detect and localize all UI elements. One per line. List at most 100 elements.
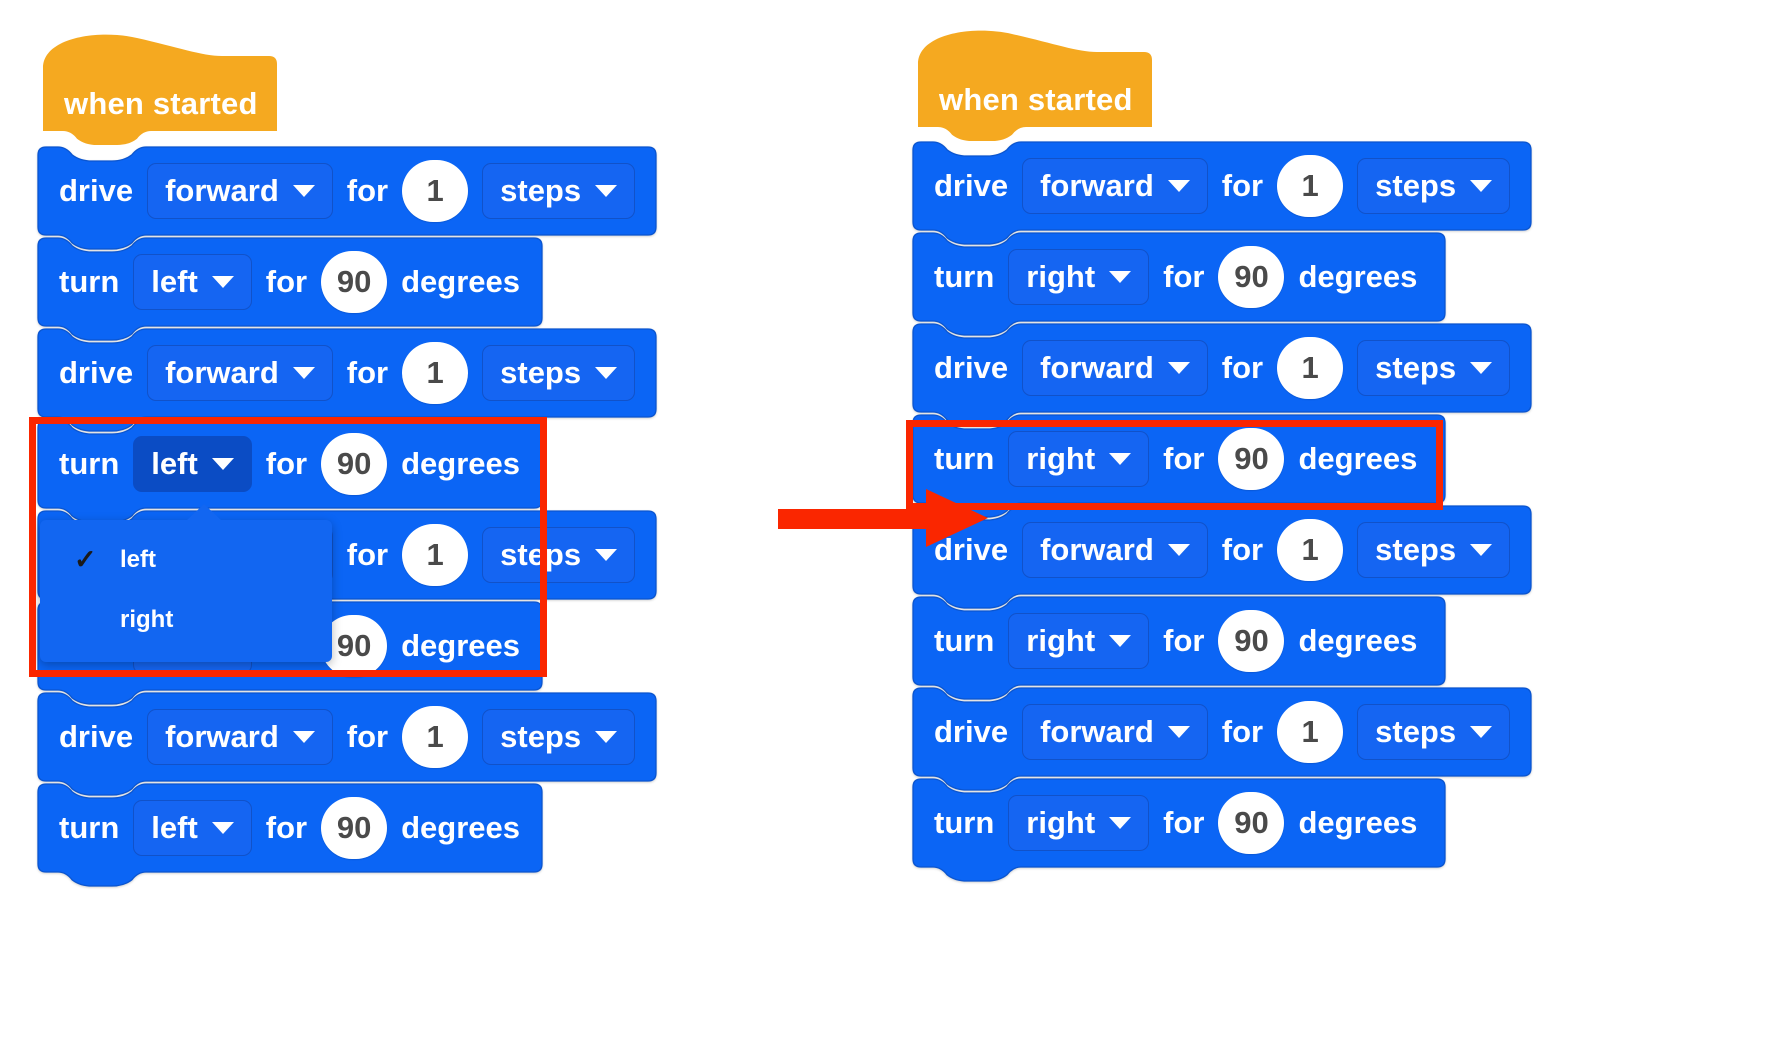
dropdown-option-label: left	[120, 546, 156, 573]
direction-value: forward	[1040, 350, 1154, 385]
chevron-down-icon	[1167, 726, 1190, 738]
direction-value: left	[151, 810, 198, 845]
chevron-down-icon	[1109, 635, 1132, 647]
hat-block-shape-icon	[42, 28, 278, 145]
amount-input[interactable]: 90	[321, 251, 388, 313]
direction-dropdown-field[interactable]: forward	[1022, 340, 1208, 396]
block-verb-label: drive	[934, 714, 1009, 749]
direction-dropdown-field[interactable]: left	[133, 254, 252, 310]
unit-label: degrees	[401, 446, 520, 481]
block-for-label: for	[346, 173, 389, 208]
direction-value: forward	[1040, 168, 1154, 203]
direction-dropdown-field[interactable]: right	[1008, 795, 1150, 851]
unit-dropdown-field[interactable]: steps	[1357, 340, 1511, 396]
right-block-7-drive[interactable]: drive forward for 1 steps	[912, 687, 1532, 791]
left-hat-block[interactable]: when started	[42, 28, 278, 145]
direction-dropdown-field[interactable]: forward	[147, 345, 333, 401]
unit-dropdown-field[interactable]: steps	[1357, 704, 1511, 760]
amount-input[interactable]: 1	[1277, 519, 1344, 581]
amount-input[interactable]: 90	[1218, 428, 1285, 490]
direction-dropdown-field[interactable]: forward	[1022, 704, 1208, 760]
direction-dropdown-field[interactable]: right	[1008, 431, 1150, 487]
unit-dropdown-field[interactable]: steps	[482, 345, 636, 401]
unit-label: degrees	[1298, 805, 1418, 840]
dropdown-pointer-icon	[186, 504, 222, 521]
chevron-down-icon	[1470, 726, 1493, 738]
direction-dropdown-field[interactable]: right	[1008, 613, 1150, 669]
direction-value: right	[1026, 805, 1096, 840]
direction-value: left	[151, 264, 198, 299]
unit-value: steps	[1375, 350, 1457, 385]
block-for-label: for	[346, 719, 389, 754]
unit-dropdown-field[interactable]: steps	[482, 709, 636, 765]
block-verb-label: turn	[59, 810, 120, 845]
right-hat-block[interactable]: when started	[917, 24, 1153, 141]
amount-input[interactable]: 90	[321, 433, 388, 495]
amount-input[interactable]: 90	[321, 615, 388, 677]
amount-input[interactable]: 1	[1277, 155, 1344, 217]
dropdown-option-left[interactable]: ✓ left	[40, 530, 332, 590]
direction-dropdown-field[interactable]: forward	[1022, 158, 1208, 214]
block-for-label: for	[1221, 168, 1264, 203]
unit-dropdown-field[interactable]: steps	[1357, 158, 1511, 214]
block-for-label: for	[1221, 714, 1264, 749]
direction-value: right	[1026, 259, 1096, 294]
block-for-label: for	[346, 355, 389, 390]
amount-input[interactable]: 90	[321, 797, 388, 859]
direction-dropdown-field[interactable]: forward	[1022, 522, 1208, 578]
block-for-label: for	[346, 537, 389, 572]
block-for-label: for	[1163, 623, 1205, 658]
amount-input[interactable]: 90	[1218, 246, 1285, 308]
direction-dropdown-menu[interactable]: ✓ left right	[40, 504, 332, 662]
amount-input[interactable]: 90	[1218, 792, 1285, 854]
chevron-down-icon	[1167, 180, 1190, 192]
amount-input[interactable]: 1	[402, 706, 469, 768]
direction-value: forward	[165, 173, 279, 208]
block-for-label: for	[265, 810, 308, 845]
unit-value: steps	[1375, 714, 1457, 749]
block-for-label: for	[1163, 259, 1205, 294]
unit-label: degrees	[401, 264, 520, 299]
unit-label: degrees	[401, 628, 520, 663]
block-verb-label: drive	[59, 719, 134, 754]
unit-dropdown-field[interactable]: steps	[482, 527, 636, 583]
direction-dropdown-field[interactable]: right	[1008, 249, 1150, 305]
direction-dropdown-field[interactable]: forward	[147, 709, 333, 765]
amount-input[interactable]: 1	[1277, 337, 1344, 399]
direction-dropdown-field[interactable]: forward	[147, 163, 333, 219]
unit-label: degrees	[1298, 623, 1418, 658]
unit-dropdown-field[interactable]: steps	[482, 163, 636, 219]
amount-input[interactable]: 1	[1277, 701, 1344, 763]
amount-input[interactable]: 1	[402, 342, 469, 404]
amount-input[interactable]: 1	[402, 524, 469, 586]
dropdown-option-right[interactable]: right	[40, 590, 332, 650]
unit-dropdown-field[interactable]: steps	[1357, 522, 1511, 578]
chevron-down-icon	[211, 822, 234, 834]
dropdown-option-label: right	[120, 606, 174, 633]
direction-value: forward	[165, 719, 279, 754]
amount-input[interactable]: 1	[402, 160, 469, 222]
direction-dropdown-field[interactable]: left	[133, 436, 252, 492]
block-verb-label: turn	[934, 259, 995, 294]
amount-input[interactable]: 90	[1218, 610, 1285, 672]
check-icon: ✓	[74, 544, 97, 575]
direction-dropdown-field[interactable]: left	[133, 800, 252, 856]
